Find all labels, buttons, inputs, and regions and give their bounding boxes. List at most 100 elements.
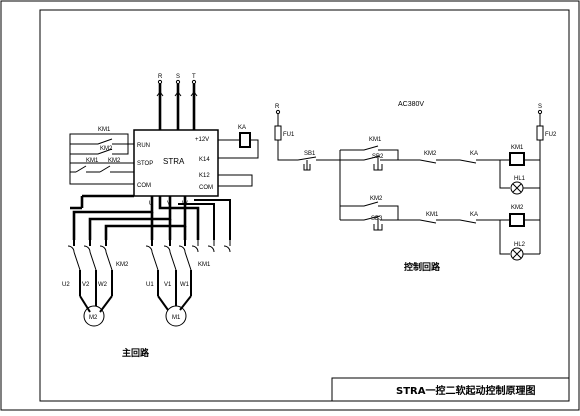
- branch1-ka-label: KA: [470, 151, 478, 157]
- m2-leads: [79, 295, 113, 313]
- terminal-run: RUN: [137, 143, 150, 149]
- fuse-fu2-label: FU2: [545, 132, 557, 138]
- stop-km2-label: KM2: [108, 158, 121, 164]
- branch2-coil: [509, 213, 525, 227]
- run-stop-contacts: KM1 KM2 KM1 KM2: [69, 127, 134, 185]
- branch-2: KM2 SB3 KM1 KA KM2 HL2: [340, 196, 540, 261]
- supply-r-label: R: [158, 74, 163, 80]
- km2-m2-blades: [73, 251, 113, 271]
- phase-v2-label: V2: [82, 282, 90, 288]
- main-circuit-caption: 主回路: [122, 347, 150, 359]
- run-contact-km2: [70, 144, 129, 155]
- controller-name: STRA: [163, 157, 185, 166]
- branch2-lamp-cross: [512, 249, 522, 259]
- branch2-ka-label: KA: [470, 212, 478, 218]
- ka-relay-coil: [239, 132, 251, 148]
- motor-m2-label: M2: [89, 315, 98, 321]
- k12-com-loop: [218, 174, 253, 187]
- km1-m1-bottom: [157, 270, 192, 296]
- supply-bus: [158, 84, 196, 130]
- km2-m2-bottom: [79, 270, 113, 296]
- run-km2-label: KM2: [100, 146, 113, 152]
- branch2-start-label: SB3: [371, 216, 383, 222]
- drawing-title: STRA一控二软起动控制原理图: [396, 384, 535, 397]
- supply-s-label: S: [176, 74, 180, 80]
- control-circuit-caption: 控制回路: [404, 261, 441, 273]
- ka-relay-label: KA: [238, 125, 246, 131]
- terminal-k12: K12: [199, 173, 210, 179]
- branch2-start-button: [340, 215, 420, 231]
- km1-m1-label: KM1: [198, 262, 211, 268]
- branch1-hold-label: KM1: [369, 137, 382, 143]
- branch2-lamp-label: HL2: [514, 242, 526, 248]
- branch2-hold-contact: [340, 201, 399, 220]
- sb1-label: SB1: [304, 151, 316, 157]
- supply-t-terminal: [191, 79, 197, 85]
- run-common-loop: [69, 133, 134, 185]
- km1-contactor-m1: KM1 U1 V1 W1 M1: [145, 240, 211, 327]
- supply-t-label: T: [192, 74, 196, 80]
- branch1-start-button: [340, 155, 420, 171]
- branch1-hold-contact: [340, 145, 399, 160]
- branch1-coil-wires: [499, 159, 540, 189]
- phase-u1-label: U1: [146, 282, 154, 288]
- sb1-contact: [297, 156, 317, 161]
- branch2-coil-label: KM2: [511, 205, 524, 211]
- title-block: [331, 377, 570, 402]
- km1-m1-top: [151, 240, 186, 246]
- supply-terminals: R S T: [156, 74, 198, 130]
- km1-bypass-contacts: [191, 240, 231, 253]
- bypass-drop: [70, 196, 84, 210]
- inner-frame: [39, 9, 570, 402]
- main-circuit: R S T STRA RUN STOP COM +12V K14 K12 COM…: [62, 74, 259, 359]
- bypass-m1-extra: [178, 199, 231, 240]
- km2-contactor-m2: KM2 U2 V2 W2 M2: [62, 240, 129, 327]
- km1-bypass-top: [197, 240, 231, 246]
- supply-arrows: [156, 91, 198, 97]
- motor-m2: [83, 305, 105, 327]
- km2-m2-label: KM2: [116, 262, 129, 268]
- terminal-com-left: COM: [137, 183, 151, 189]
- terminal-k14: K14: [199, 157, 210, 163]
- phase-w2-label: W2: [98, 282, 108, 288]
- branch1-interlock-label: KM2: [424, 151, 437, 157]
- motor-m1-label: M1: [172, 315, 181, 321]
- supply-s-terminal: [175, 79, 181, 85]
- branch-1: KM1 SB2 KM2 KA KM1 HL1: [340, 137, 540, 195]
- control-supply-r: R: [275, 104, 280, 110]
- bypass-m1-wire: [158, 196, 200, 240]
- v-output-wire: [88, 196, 172, 240]
- km1-m1-arcs: [145, 245, 186, 253]
- branch1-coil: [509, 152, 525, 166]
- km2-m2-arcs: [67, 245, 107, 253]
- sb1-actuator: [303, 160, 311, 171]
- km2-m2-top: [73, 240, 107, 246]
- branch1-lamp-cross: [512, 183, 522, 193]
- m1-leads: [157, 295, 192, 311]
- phase-u2-label: U2: [62, 282, 70, 288]
- fuse-fu1-label: FU1: [283, 132, 295, 138]
- m1-feed-wires: [150, 212, 187, 240]
- control-circuit: AC380V R FU1 SB1 KM1 SB2 KM2 KA KM1: [274, 101, 557, 273]
- supply-r-terminal: [157, 79, 163, 85]
- fu1-bottom-wire: [277, 140, 298, 161]
- terminal-12v: +12V: [195, 137, 209, 143]
- branch1-start-label: SB2: [372, 154, 384, 160]
- control-supply-r-terminal: [275, 109, 281, 115]
- branch2-series-contacts: [419, 219, 510, 224]
- stop-km1-label: KM1: [86, 158, 99, 164]
- km1-bypass-arcs: [191, 245, 231, 253]
- branch2-interlock-label: KM1: [426, 212, 439, 218]
- km1-m1-blades: [151, 251, 192, 271]
- run-contact-km1: [70, 138, 128, 145]
- branch2-hold-label: KM2: [370, 196, 383, 202]
- branch2-coil-wires: [499, 219, 540, 255]
- fuse-fu2: [536, 125, 544, 141]
- run-km1-label: KM1: [98, 127, 111, 133]
- ka-relay: KA: [218, 125, 259, 159]
- stop-contacts: [70, 165, 134, 173]
- w-output-wire: [104, 196, 187, 240]
